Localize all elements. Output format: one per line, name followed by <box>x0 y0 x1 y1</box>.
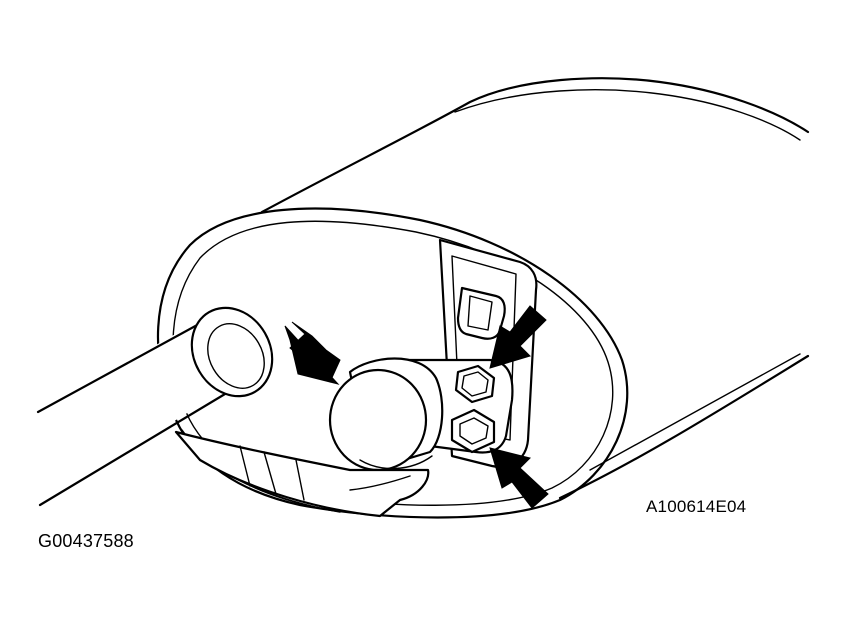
rubber-insulator <box>328 357 444 472</box>
arrow-to-hanger-insulator-head <box>284 325 340 385</box>
arrow-to-hanger-insulator <box>289 321 341 383</box>
arrow-to-upper-bolt <box>489 305 547 369</box>
muffler-body <box>260 77 810 500</box>
heat-shield-flap <box>174 430 430 518</box>
bolt-lower <box>450 408 496 454</box>
graphic-id-label: G00437588 <box>38 531 134 551</box>
figure-code-label: A100614E04 <box>646 497 747 516</box>
arrow-to-lower-bolt <box>489 447 549 509</box>
bolt-upper <box>454 364 496 404</box>
inlet-pipe <box>36 306 274 507</box>
